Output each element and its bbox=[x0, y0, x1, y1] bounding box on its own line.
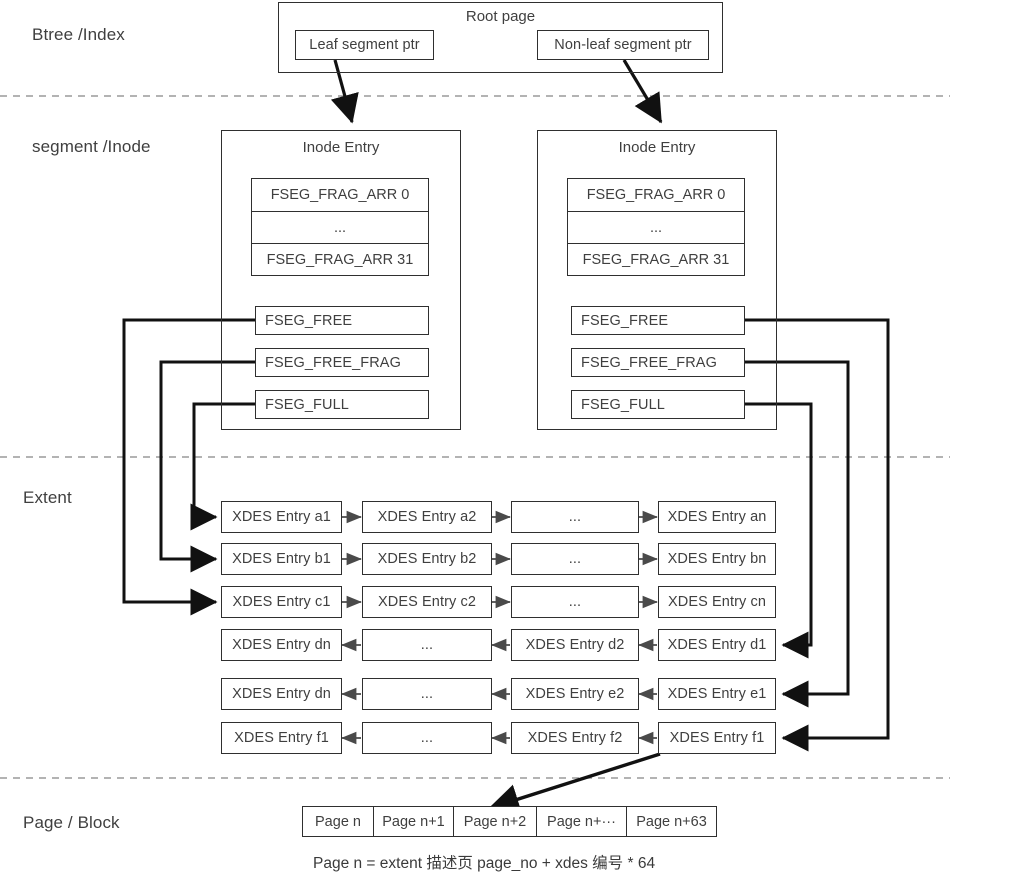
xdes-c1[interactable]: XDES Entry c1 bbox=[221, 586, 342, 618]
inode-right-fseg-full[interactable]: FSEG_FULL bbox=[571, 390, 745, 419]
layer-label-page: Page / Block bbox=[23, 813, 120, 832]
leaf-segment-ptr-box[interactable]: Leaf segment ptr bbox=[295, 30, 434, 60]
xdes-e-ellipsis[interactable]: ... bbox=[362, 678, 492, 710]
inode-left-box[interactable] bbox=[221, 130, 461, 430]
inode-right-title: Inode Entry bbox=[618, 139, 696, 156]
layer-label-segment: segment /Inode bbox=[32, 137, 151, 156]
xdes-d2[interactable]: XDES Entry d2 bbox=[511, 629, 639, 661]
arrow-f1-to-page-block bbox=[488, 752, 661, 814]
xdes-a2[interactable]: XDES Entry a2 bbox=[362, 501, 492, 533]
page-cell-n2[interactable]: Page n+2 bbox=[453, 807, 536, 836]
root-page-title: Root page bbox=[465, 8, 536, 25]
xdes-e2[interactable]: XDES Entry e2 bbox=[511, 678, 639, 710]
xdes-b-ellipsis[interactable]: ... bbox=[511, 543, 639, 575]
xdes-bn[interactable]: XDES Entry bn bbox=[658, 543, 776, 575]
page-cell-n1[interactable]: Page n+1 bbox=[373, 807, 453, 836]
inode-left-fseg-full[interactable]: FSEG_FULL bbox=[255, 390, 429, 419]
xdes-cn[interactable]: XDES Entry cn bbox=[658, 586, 776, 618]
xdes-f1[interactable]: XDES Entry f1 bbox=[658, 722, 776, 754]
xdes-dn[interactable]: XDES Entry dn bbox=[221, 629, 342, 661]
xdes-b1[interactable]: XDES Entry b1 bbox=[221, 543, 342, 575]
xdes-c2[interactable]: XDES Entry c2 bbox=[362, 586, 492, 618]
xdes-f-ellipsis[interactable]: ... bbox=[362, 722, 492, 754]
xdes-d1[interactable]: XDES Entry d1 bbox=[658, 629, 776, 661]
xdes-a-ellipsis[interactable]: ... bbox=[511, 501, 639, 533]
inode-left-fseg-free[interactable]: FSEG_FREE bbox=[255, 306, 429, 335]
xdes-d-ellipsis[interactable]: ... bbox=[362, 629, 492, 661]
xdes-f2[interactable]: XDES Entry f2 bbox=[511, 722, 639, 754]
root-page-box[interactable] bbox=[278, 2, 723, 73]
nonleaf-segment-ptr-box[interactable]: Non-leaf segment ptr bbox=[537, 30, 709, 60]
xdes-an[interactable]: XDES Entry an bbox=[658, 501, 776, 533]
layer-label-btree: Btree /Index bbox=[32, 25, 125, 44]
frag-arr-cell: FSEG_FRAG_ARR 0 bbox=[586, 187, 726, 203]
frag-arr-cell: FSEG_FRAG_ARR 0 bbox=[270, 187, 410, 203]
page-cell-ndots[interactable]: Page n+··· bbox=[536, 807, 626, 836]
inode-left-title: Inode Entry bbox=[302, 139, 380, 156]
xdes-e1[interactable]: XDES Entry e1 bbox=[658, 678, 776, 710]
xdes-b2[interactable]: XDES Entry b2 bbox=[362, 543, 492, 575]
inode-right-box[interactable] bbox=[537, 130, 777, 430]
xdes-c-ellipsis[interactable]: ... bbox=[511, 586, 639, 618]
page-cell-n[interactable]: Page n bbox=[315, 813, 361, 830]
page-cell-n63[interactable]: Page n+63 bbox=[626, 807, 716, 836]
frag-arr-cell: ... bbox=[568, 211, 744, 243]
xdes-fn[interactable]: XDES Entry f1 bbox=[221, 722, 342, 754]
inode-left-frag-arr[interactable]: FSEG_FRAG_ARR 0 ... FSEG_FRAG_ARR 31 bbox=[251, 178, 429, 276]
xdes-en[interactable]: XDES Entry dn bbox=[221, 678, 342, 710]
page-formula-caption: Page n = extent 描述页 page_no + xdes 编号 * … bbox=[313, 855, 656, 872]
page-block-row[interactable]: Page n Page n+1 Page n+2 Page n+··· Page… bbox=[302, 806, 717, 837]
layer-label-extent: Extent bbox=[23, 488, 72, 507]
inode-right-fseg-free[interactable]: FSEG_FREE bbox=[571, 306, 745, 335]
layer-divider-group bbox=[0, 95, 950, 779]
xdes-a1[interactable]: XDES Entry a1 bbox=[221, 501, 342, 533]
frag-arr-cell: FSEG_FRAG_ARR 31 bbox=[252, 243, 428, 275]
frag-arr-cell: ... bbox=[252, 211, 428, 243]
inode-right-fseg-free-frag[interactable]: FSEG_FREE_FRAG bbox=[571, 348, 745, 377]
frag-arr-cell: FSEG_FRAG_ARR 31 bbox=[568, 243, 744, 275]
inode-right-frag-arr[interactable]: FSEG_FRAG_ARR 0 ... FSEG_FRAG_ARR 31 bbox=[567, 178, 745, 276]
inode-left-fseg-free-frag[interactable]: FSEG_FREE_FRAG bbox=[255, 348, 429, 377]
